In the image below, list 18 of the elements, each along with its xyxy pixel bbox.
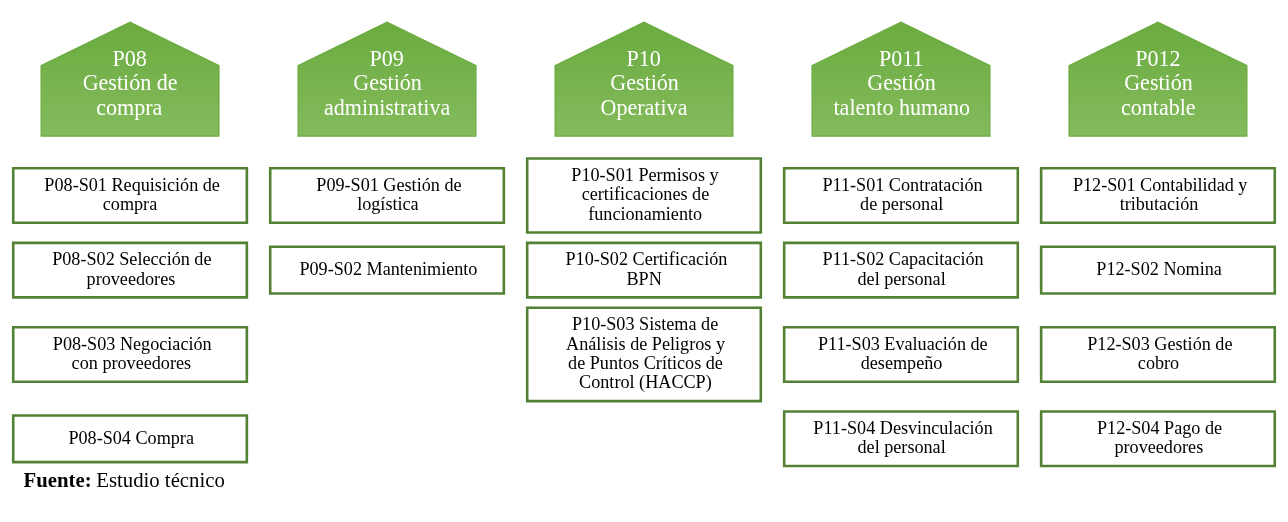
node-box: P09-S01 Gestión de logística: [268, 166, 506, 224]
node-box: P10-S01 Permisos y certificaciones de funcionamiento: [525, 157, 763, 234]
node-box: P08-S01 Requisición de compra: [11, 166, 249, 224]
node-box: P12-S02 Nomina: [1039, 245, 1277, 295]
node-box: P08-S04 Compra: [11, 414, 249, 464]
caption: Fuente: Estudio técnico: [23, 468, 225, 491]
node-box: P11-S02 Capacitación del personal: [782, 241, 1020, 299]
node-box: P10-S02 Certificación BPN: [525, 241, 763, 299]
node-box: P09-S02 Mantenimiento: [268, 245, 506, 295]
node-box: P11-S04 Desvinculación del personal: [782, 410, 1020, 468]
node-box: P12-S03 Gestión de cobro: [1039, 325, 1277, 383]
node-box: P12-S01 Contabilidad y tributación: [1039, 166, 1277, 224]
node-box: P08-S02 Selección de proveedores: [11, 241, 249, 299]
node-box: P08-S03 Negociación con proveedores: [11, 325, 249, 383]
node-box: P11-S01 Contratación de personal: [782, 166, 1020, 224]
node-box: P12-S04 Pago de proveedores: [1039, 410, 1277, 468]
node-box: P10-S03 Sistema de Análisis de Peligros y de Puntos Críticos de Control (HACCP): [525, 306, 763, 403]
node-box: P11-S03 Evaluación de desempeño: [782, 325, 1020, 383]
